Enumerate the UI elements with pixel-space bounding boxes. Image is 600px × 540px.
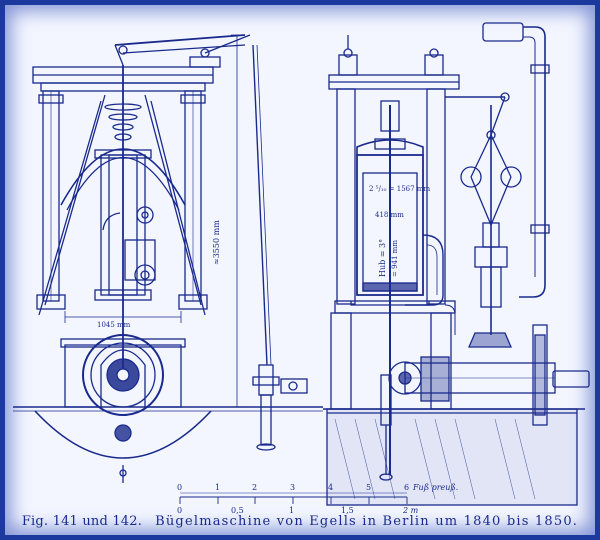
scale-foot-3: 3 — [290, 483, 295, 492]
scale-meter-05: 0,5 — [231, 506, 244, 515]
cylinder-bore-label: 418 mm — [375, 211, 404, 219]
scale-foot-1: 1 — [215, 483, 220, 492]
right-section — [323, 22, 590, 506]
left-height-label: ≈3550 mm — [212, 220, 221, 265]
engine-drawing: ≈3550 mm 1045 mm 2 ⁵/₁₀ = 1567 mm 418 mm… — [13, 22, 590, 515]
scale-bar — [179, 492, 408, 504]
scale-meter-1: 1 — [289, 506, 294, 515]
figure-number: Fig. 141 und 142. — [21, 514, 143, 529]
scale-foot-0: 0 — [177, 483, 182, 492]
scale-meter-unit: 2 m — [402, 506, 419, 515]
scale-foot-4: 4 — [328, 483, 333, 492]
scale-foot-5: 5 — [366, 483, 371, 492]
scale-meter-0: 0 — [177, 506, 182, 515]
scale-foot-6: 6 — [404, 483, 409, 492]
figure-caption: Fig. 141 und 142. Bügelmaschine von Egel… — [5, 514, 595, 529]
left-elevation — [13, 34, 323, 483]
scale-foot-2: 2 — [252, 483, 257, 492]
engraving-plate: ≈3550 mm 1045 mm 2 ⁵/₁₀ = 1567 mm 418 mm… — [5, 5, 595, 535]
scale-meter-15: 1,5 — [341, 506, 354, 515]
stroke-mm-label: = 941 mm — [391, 240, 399, 277]
cylinder-top-label: 2 ⁵/₁₀ = 1567 mm — [369, 185, 430, 193]
scale-foot-unit: Fuß preuß. — [412, 483, 458, 492]
left-width-label: 1045 mm — [97, 321, 131, 329]
figure-title: Bügelmaschine von Egells in Berlin um 18… — [155, 514, 579, 529]
stroke-label: Hub = 3° — [378, 239, 387, 277]
